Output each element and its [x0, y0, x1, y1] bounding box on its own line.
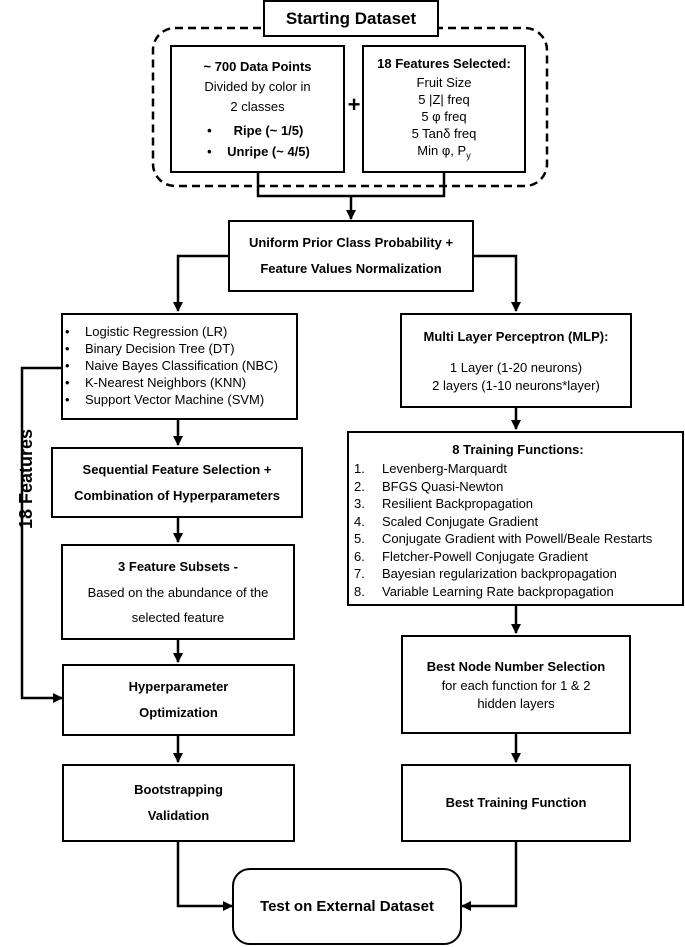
test-external-box: Test on External Dataset	[232, 868, 462, 945]
training-item: 4.Scaled Conjugate Gradient	[354, 513, 539, 529]
training-item: 1.Levenberg-Marquardt	[354, 461, 508, 476]
training-functions-box: 8 Training Functions: 1.Levenberg-Marqua…	[347, 431, 684, 606]
arrow-to-classifiers	[173, 254, 228, 312]
feature-phi-freq: 5 φ freq	[421, 108, 467, 124]
class-ripe: Ripe (~ 1/5)	[205, 120, 310, 141]
classifier-svm: Support Vector Machine (SVM)	[63, 391, 296, 408]
training-item: 2.BFGS Quasi-Newton	[354, 478, 504, 494]
bestnode-line3: hidden layers	[477, 695, 555, 711]
sfs-line2: Combination of Hyperparameters	[74, 487, 280, 503]
training-item: 6.Fletcher-Powell Conjugate Gradient	[354, 548, 588, 564]
plus-sign: +	[347, 92, 361, 117]
class-unripe: Unripe (~ 4/5)	[205, 141, 310, 162]
normalization-box: Uniform Prior Class Probability + Featur…	[228, 220, 474, 292]
classifier-knn: K-Nearest Neighbors (KNN)	[63, 374, 296, 391]
classifiers-box: Logistic Regression (LR) Binary Decision…	[61, 313, 298, 420]
boot-line1: Bootstrapping	[134, 782, 223, 797]
mlp-line1: 1 Layer (1-20 neurons)	[449, 359, 583, 375]
feature-fruit-size: Fruit Size	[416, 74, 472, 90]
connector-dataset-merge	[256, 172, 446, 198]
training-item: 5.Conjugate Gradient with Powell/Beale R…	[354, 531, 653, 546]
best-training-box: Best Training Function	[401, 764, 631, 842]
feature-subscript: y	[466, 150, 471, 161]
feature-tan-freq: 5 Tanδ freq	[411, 125, 477, 141]
feature-min-phi: Min φ, Py	[417, 142, 470, 165]
training-item: 3.Resilient Backpropagation	[354, 496, 534, 511]
subsets-line2: Based on the abundance of the	[87, 585, 269, 600]
divided-line1: Divided by color in	[204, 78, 311, 94]
mlp-line2: 2 layers (1-10 neurons*layer)	[432, 377, 600, 393]
class-list: Ripe (~ 1/5) Unripe (~ 4/5)	[205, 120, 310, 162]
starting-dataset-box: Starting Dataset	[263, 0, 439, 37]
training-item: 8.Variable Learning Rate backpropagation	[354, 583, 614, 599]
mlp-box: Multi Layer Perceptron (MLP): 1 Layer (1…	[400, 313, 632, 408]
classifier-lr: Logistic Regression (LR)	[63, 323, 296, 340]
bootstrapping-box: Bootstrapping Validation	[62, 764, 295, 842]
training-title: 8 Training Functions:	[452, 442, 584, 457]
hyper-line1: Hyperparameter	[128, 679, 229, 694]
features-title: 18 Features Selected:	[377, 55, 511, 71]
sfs-box: Sequential Feature Selection + Combinati…	[51, 447, 303, 518]
besttrain-title: Best Training Function	[445, 795, 587, 810]
arrow-boot-to-test	[176, 842, 233, 911]
hyperparameter-box: Hyperparameter Optimization	[62, 664, 295, 736]
bestnode-line2: for each function for 1 & 2	[441, 677, 591, 693]
subsets-box: 3 Feature Subsets - Based on the abundan…	[61, 544, 295, 640]
normalization-line1: Uniform Prior Class Probability +	[248, 235, 454, 250]
arrow-18-features	[20, 366, 63, 703]
best-node-box: Best Node Number Selection for each func…	[401, 635, 631, 734]
hyper-line2: Optimization	[139, 705, 218, 720]
side-label-18-features: 18 Features	[16, 428, 36, 530]
bestnode-title: Best Node Number Selection	[426, 658, 606, 674]
arrow-besttrain-to-test	[461, 842, 518, 911]
test-title: Test on External Dataset	[260, 898, 434, 915]
training-list: 1.Levenberg-Marquardt 2.BFGS Quasi-Newto…	[354, 460, 682, 600]
data-points-title: ~ 700 Data Points	[203, 58, 312, 74]
classifier-dt: Binary Decision Tree (DT)	[63, 340, 296, 357]
subsets-title: 3 Feature Subsets -	[118, 559, 238, 574]
normalization-line2: Feature Values Normalization	[260, 261, 442, 276]
mlp-title: Multi Layer Perceptron (MLP):	[423, 328, 609, 344]
data-points-box: ~ 700 Data Points Divided by color in 2 …	[170, 45, 345, 173]
starting-dataset-title: Starting Dataset	[285, 8, 417, 28]
subsets-line3: selected feature	[131, 610, 225, 625]
feature-min-phi-text: Min φ, P	[417, 142, 467, 158]
features-box: 18 Features Selected: Fruit Size 5 |Z| f…	[362, 45, 526, 173]
classifier-nbc: Naive Bayes Classification (NBC)	[63, 357, 296, 374]
sfs-line1: Sequential Feature Selection +	[82, 461, 272, 477]
boot-line2: Validation	[147, 808, 210, 823]
feature-z-freq: 5 |Z| freq	[418, 91, 470, 107]
training-item: 7.Bayesian regularization backpropagatio…	[354, 566, 617, 581]
classifier-list: Logistic Regression (LR) Binary Decision…	[63, 323, 296, 408]
arrow-to-mlp	[474, 254, 521, 312]
divided-line2: 2 classes	[230, 98, 285, 114]
